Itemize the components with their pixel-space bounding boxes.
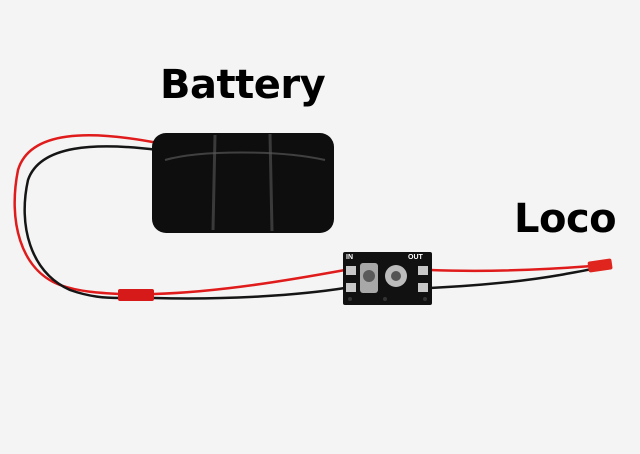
mount-hole: [348, 297, 352, 301]
battery-pack: [152, 133, 334, 233]
toggle-switch-nut: [363, 270, 375, 282]
jst-connector-left: [118, 289, 154, 301]
loco-black-wire: [429, 266, 596, 290]
terminal-out-bottom: [418, 283, 428, 292]
battery-tape-seam: [211, 133, 274, 232]
mid-red-wire: [153, 268, 346, 296]
mount-hole: [383, 297, 387, 301]
battery-label: Battery: [160, 62, 326, 108]
dc-jack-center: [391, 271, 401, 281]
terminal-in-top: [346, 266, 356, 275]
jst-connector-right: [587, 258, 613, 273]
loco-label: Loco: [514, 196, 617, 242]
mount-hole: [423, 297, 427, 301]
terminal-in-bottom: [346, 283, 356, 292]
mid-black-wire: [153, 286, 346, 300]
terminal-out-top: [418, 266, 428, 275]
loco-red-wire: [429, 264, 593, 273]
battery-black-wire: [23, 145, 159, 300]
board-out-label: OUT: [408, 254, 423, 261]
battery-highlight: [164, 151, 326, 161]
battery-red-wire: [13, 134, 159, 296]
board-in-label: IN: [346, 254, 353, 261]
